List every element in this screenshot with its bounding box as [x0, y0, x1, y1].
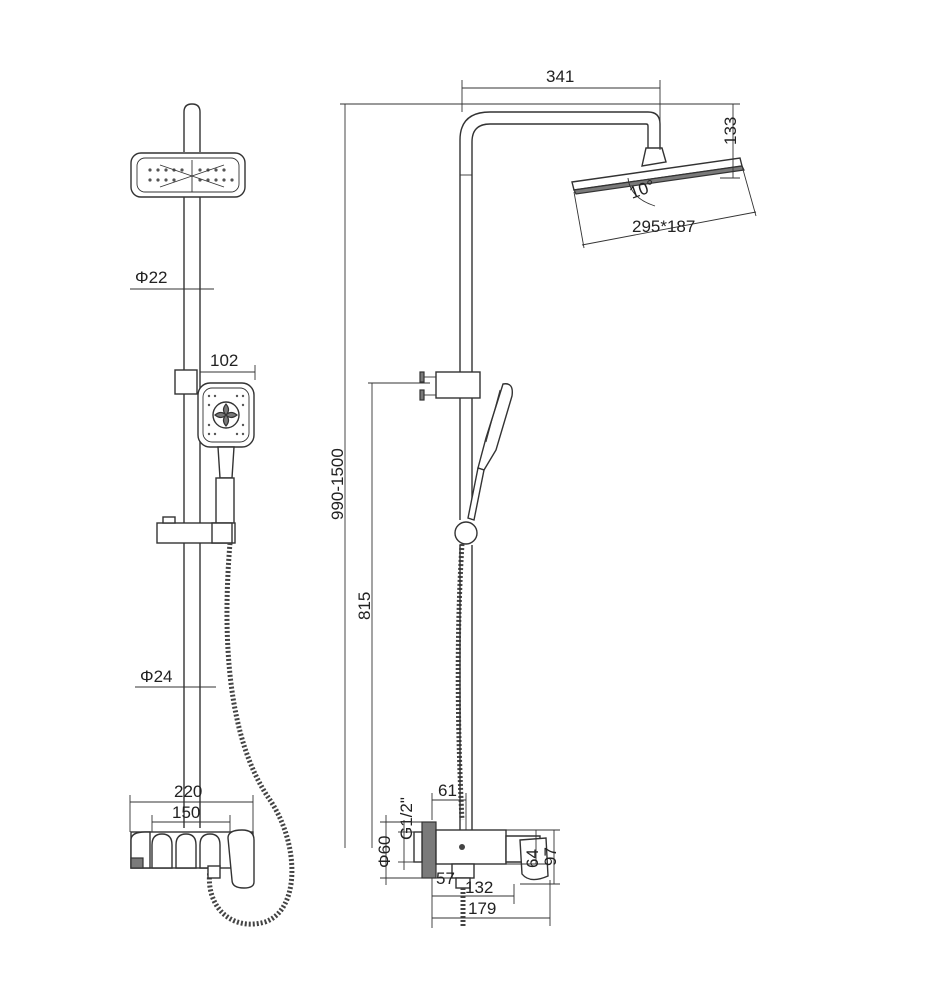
hand-shower-handle: [215, 477, 235, 529]
dim-flange-dia: Φ60: [375, 836, 394, 868]
dim-arm-length: 341: [546, 67, 574, 86]
hose-front: [206, 542, 295, 927]
dim-outlet-offset: 61: [438, 781, 457, 800]
dim-body-height-b: 97: [541, 847, 560, 866]
slider-knob: [454, 521, 478, 545]
dim-mixer-inner: 150: [172, 803, 200, 822]
front-view: Φ22 102 Φ24 220: [129, 103, 295, 927]
dim-depth-c: 179: [468, 899, 496, 918]
dim-pipe-bottom: Φ24: [140, 667, 172, 686]
dim-thread: G1/2": [397, 797, 416, 840]
dim-hand-width: 102: [210, 351, 238, 370]
dim-depth-a: 57: [436, 869, 455, 888]
dim-head-size: 295*187: [632, 217, 695, 236]
mixer-body-side: [435, 829, 507, 865]
dim-body-height-a: 64: [523, 849, 542, 868]
dim-depth-b: 132: [465, 878, 493, 897]
dim-mixer-width: 220: [174, 782, 202, 801]
mixer-lever-front: [227, 829, 255, 889]
dim-total-height: 990-1500: [328, 448, 347, 520]
wall-flange: [421, 821, 437, 879]
side-view: 341 133 10° 295*187 990-1500 815: [328, 67, 757, 928]
hand-nozzles: [207, 394, 245, 436]
holder-side: [435, 371, 481, 399]
mixer-lever-side: [519, 837, 549, 881]
holder-upper: [174, 369, 198, 395]
dim-head-height: 133: [721, 117, 740, 145]
dim-pipe-top: Φ22: [135, 268, 167, 287]
hand-shower-side: [477, 383, 513, 471]
dim-slider-height: 815: [355, 592, 374, 620]
rain-head-nozzles: [148, 168, 234, 182]
